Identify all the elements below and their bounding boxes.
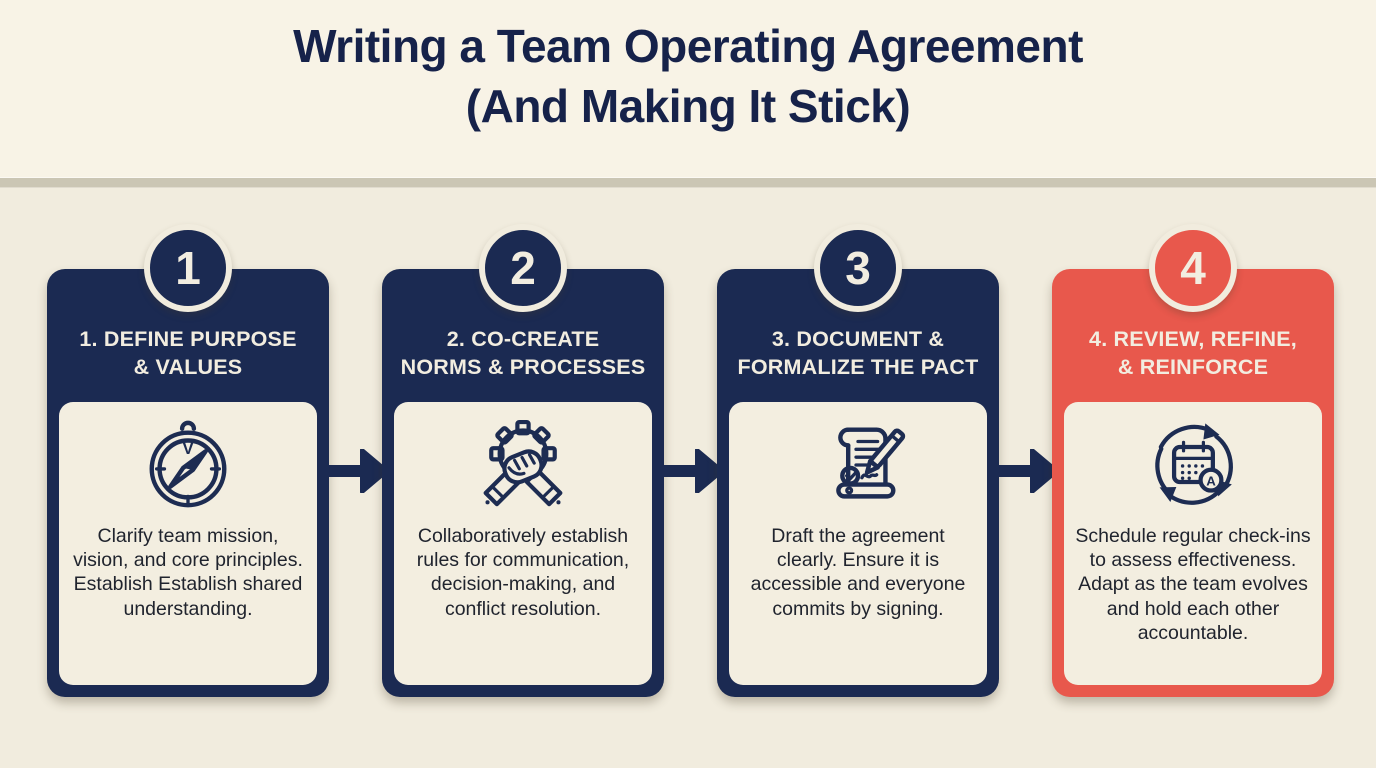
step-1-description: Clarify team mission, vision, and core p… (73, 525, 303, 620)
step-1-title: 1. DEFINE PURPOSE & VALUES (47, 325, 329, 382)
compass-letter: V (182, 439, 193, 458)
step-1-number-badge: 1 (144, 224, 232, 312)
arrow-right-icon (324, 449, 387, 493)
step-2-title-line1: 2. CO-CREATE (446, 327, 600, 351)
compass-icon: V (139, 414, 237, 516)
review-cycle-icon: A (1141, 414, 1245, 516)
arrow-right-icon (659, 449, 722, 493)
step-4-title: 4. REVIEW, REFINE, & REINFORCE (1052, 325, 1334, 382)
step-2-number-badge: 2 (479, 224, 567, 312)
arrow-slot-2 (659, 230, 722, 697)
step-card-2: 2 2. CO-CREATE NORMS & PROCESSES (382, 224, 664, 697)
step-card-1: 1 1. DEFINE PURPOSE & VALUES V (47, 224, 329, 697)
step-4-number-badge: 4 (1149, 224, 1237, 312)
step-card-3: 3 3. DOCUMENT & FORMALIZE THE PACT (717, 224, 999, 697)
step-4-panel: A Schedule regular check-ins to assess e… (1064, 402, 1322, 685)
step-2-description: Collaboratively establish rules for comm… (416, 525, 630, 620)
step-4-number: 4 (1180, 242, 1206, 294)
step-2-title: 2. CO-CREATE NORMS & PROCESSES (382, 325, 664, 382)
signed-document-icon (809, 414, 907, 516)
accountability-letter: A (1206, 473, 1216, 488)
step-3-panel: Draft the agreement clearly. Ensure it i… (729, 402, 987, 685)
arrow-slot-3 (994, 230, 1057, 697)
step-3-description: Draft the agreement clearly. Ensure it i… (750, 525, 966, 620)
step-4-description: Schedule regular check-ins to assess eff… (1075, 525, 1311, 644)
title-band: Writing a Team Operating Agreement (And … (0, 0, 1376, 178)
step-3-number: 3 (845, 242, 871, 294)
step-2-panel: Collaboratively establish rules for comm… (394, 402, 652, 685)
step-3-title-line1: 3. DOCUMENT & (771, 327, 945, 351)
step-1-number: 1 (175, 242, 201, 294)
title-divider (0, 178, 1376, 187)
step-2-number: 2 (510, 242, 536, 294)
step-3-title: 3. DOCUMENT & FORMALIZE THE PACT (717, 325, 999, 382)
page-title-line1: Writing a Team Operating Agreement (293, 19, 1083, 72)
step-4-title-line2: & REINFORCE (1117, 355, 1269, 380)
steps-row: 1 1. DEFINE PURPOSE & VALUES V (47, 224, 1334, 697)
step-3-title-line2: FORMALIZE THE PACT (737, 355, 979, 380)
arrow-slot-1 (324, 230, 387, 697)
handshake-gear-icon (467, 414, 579, 516)
page-title: Writing a Team Operating Agreement (And … (293, 17, 1083, 137)
step-1-panel: V Clarify team mission, vision, and core… (59, 402, 317, 685)
step-card-4: 4 4. REVIEW, REFINE, & REINFORCE (1052, 224, 1334, 697)
step-1-title-line2: & VALUES (133, 355, 243, 380)
page-title-line2: (And Making It Stick) (465, 79, 911, 132)
step-2-title-line2: NORMS & PROCESSES (400, 355, 646, 380)
step-1-title-line1: 1. DEFINE PURPOSE (79, 327, 297, 351)
step-4-title-line1: 4. REVIEW, REFINE, (1089, 327, 1297, 351)
step-3-number-badge: 3 (814, 224, 902, 312)
arrow-right-icon (994, 449, 1057, 493)
